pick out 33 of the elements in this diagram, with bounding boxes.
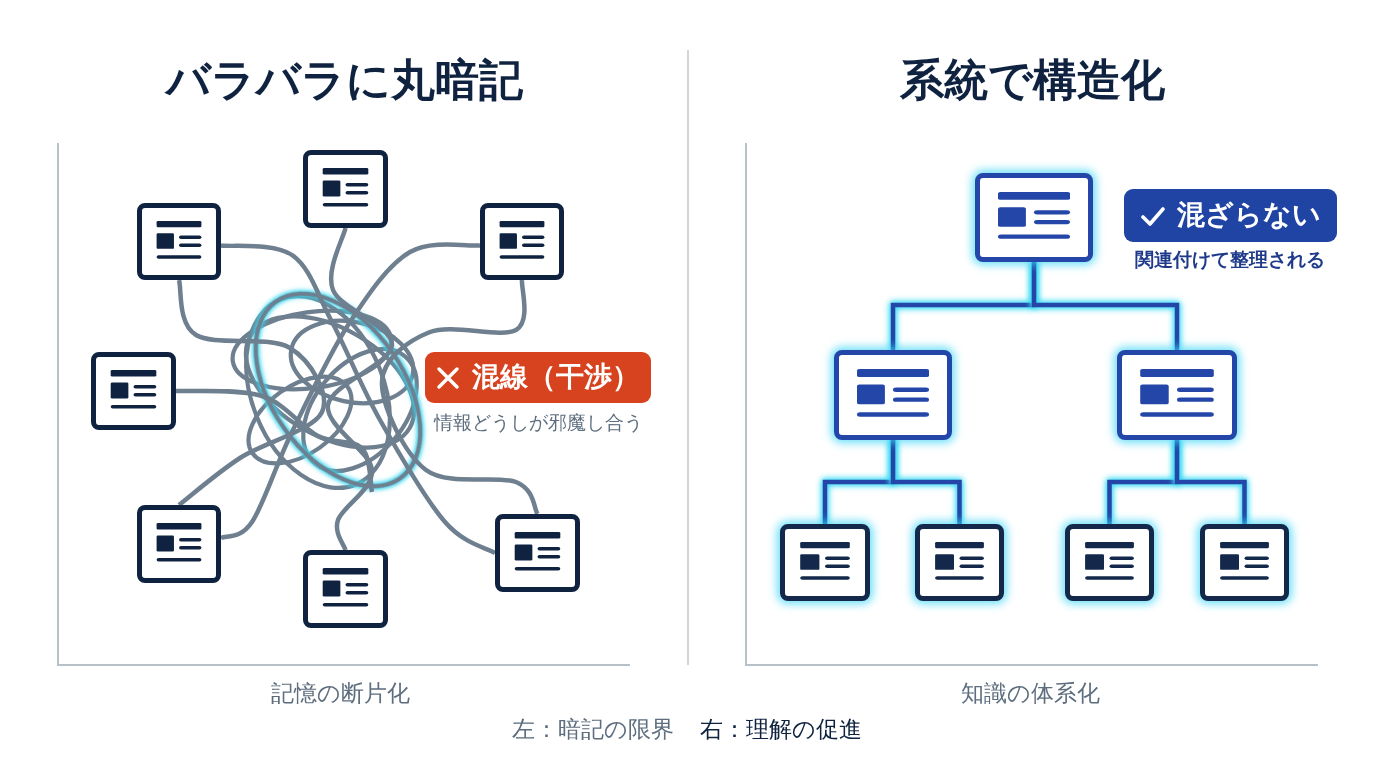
document-icon (834, 350, 952, 440)
document-icon (1200, 524, 1289, 601)
document-icon (780, 524, 870, 601)
status-text: 混線（干渉） (472, 362, 640, 393)
panel-title: 系統で構造化 (899, 54, 1165, 106)
panel-caption: 記憶の断片化 (270, 679, 410, 707)
connector-line (379, 279, 540, 515)
caption-text: 情報どうしが邪魔し合う (433, 412, 643, 434)
document-icon (1117, 350, 1237, 440)
document-icon (137, 505, 221, 583)
connector-line (325, 227, 395, 551)
panel-caption: 知識の体系化 (960, 679, 1100, 707)
document-icon (91, 352, 176, 430)
document-icon (975, 173, 1093, 262)
connector-line (1174, 440, 1247, 524)
warning-badge (425, 352, 651, 403)
caption-text: 関連付けて整理される (1135, 249, 1325, 271)
connector-line (1031, 262, 1180, 350)
panel-title: バラバラに丸暗記 (165, 54, 523, 106)
document-icon (303, 150, 388, 228)
document-icon (303, 550, 388, 628)
document-icon (1065, 524, 1154, 601)
status-badge (1124, 189, 1337, 242)
document-icon (915, 524, 1004, 601)
connector-line (176, 279, 327, 507)
connector-line (890, 440, 962, 524)
document-icon (137, 203, 221, 280)
footnote-text: 右：理解の促進 (700, 715, 862, 743)
connector-line (175, 388, 375, 493)
status-text: 混ざらない (1176, 200, 1321, 231)
document-icon (495, 514, 580, 592)
footnote-text: 左：暗記の限界 (512, 715, 674, 743)
document-icon (480, 203, 564, 280)
